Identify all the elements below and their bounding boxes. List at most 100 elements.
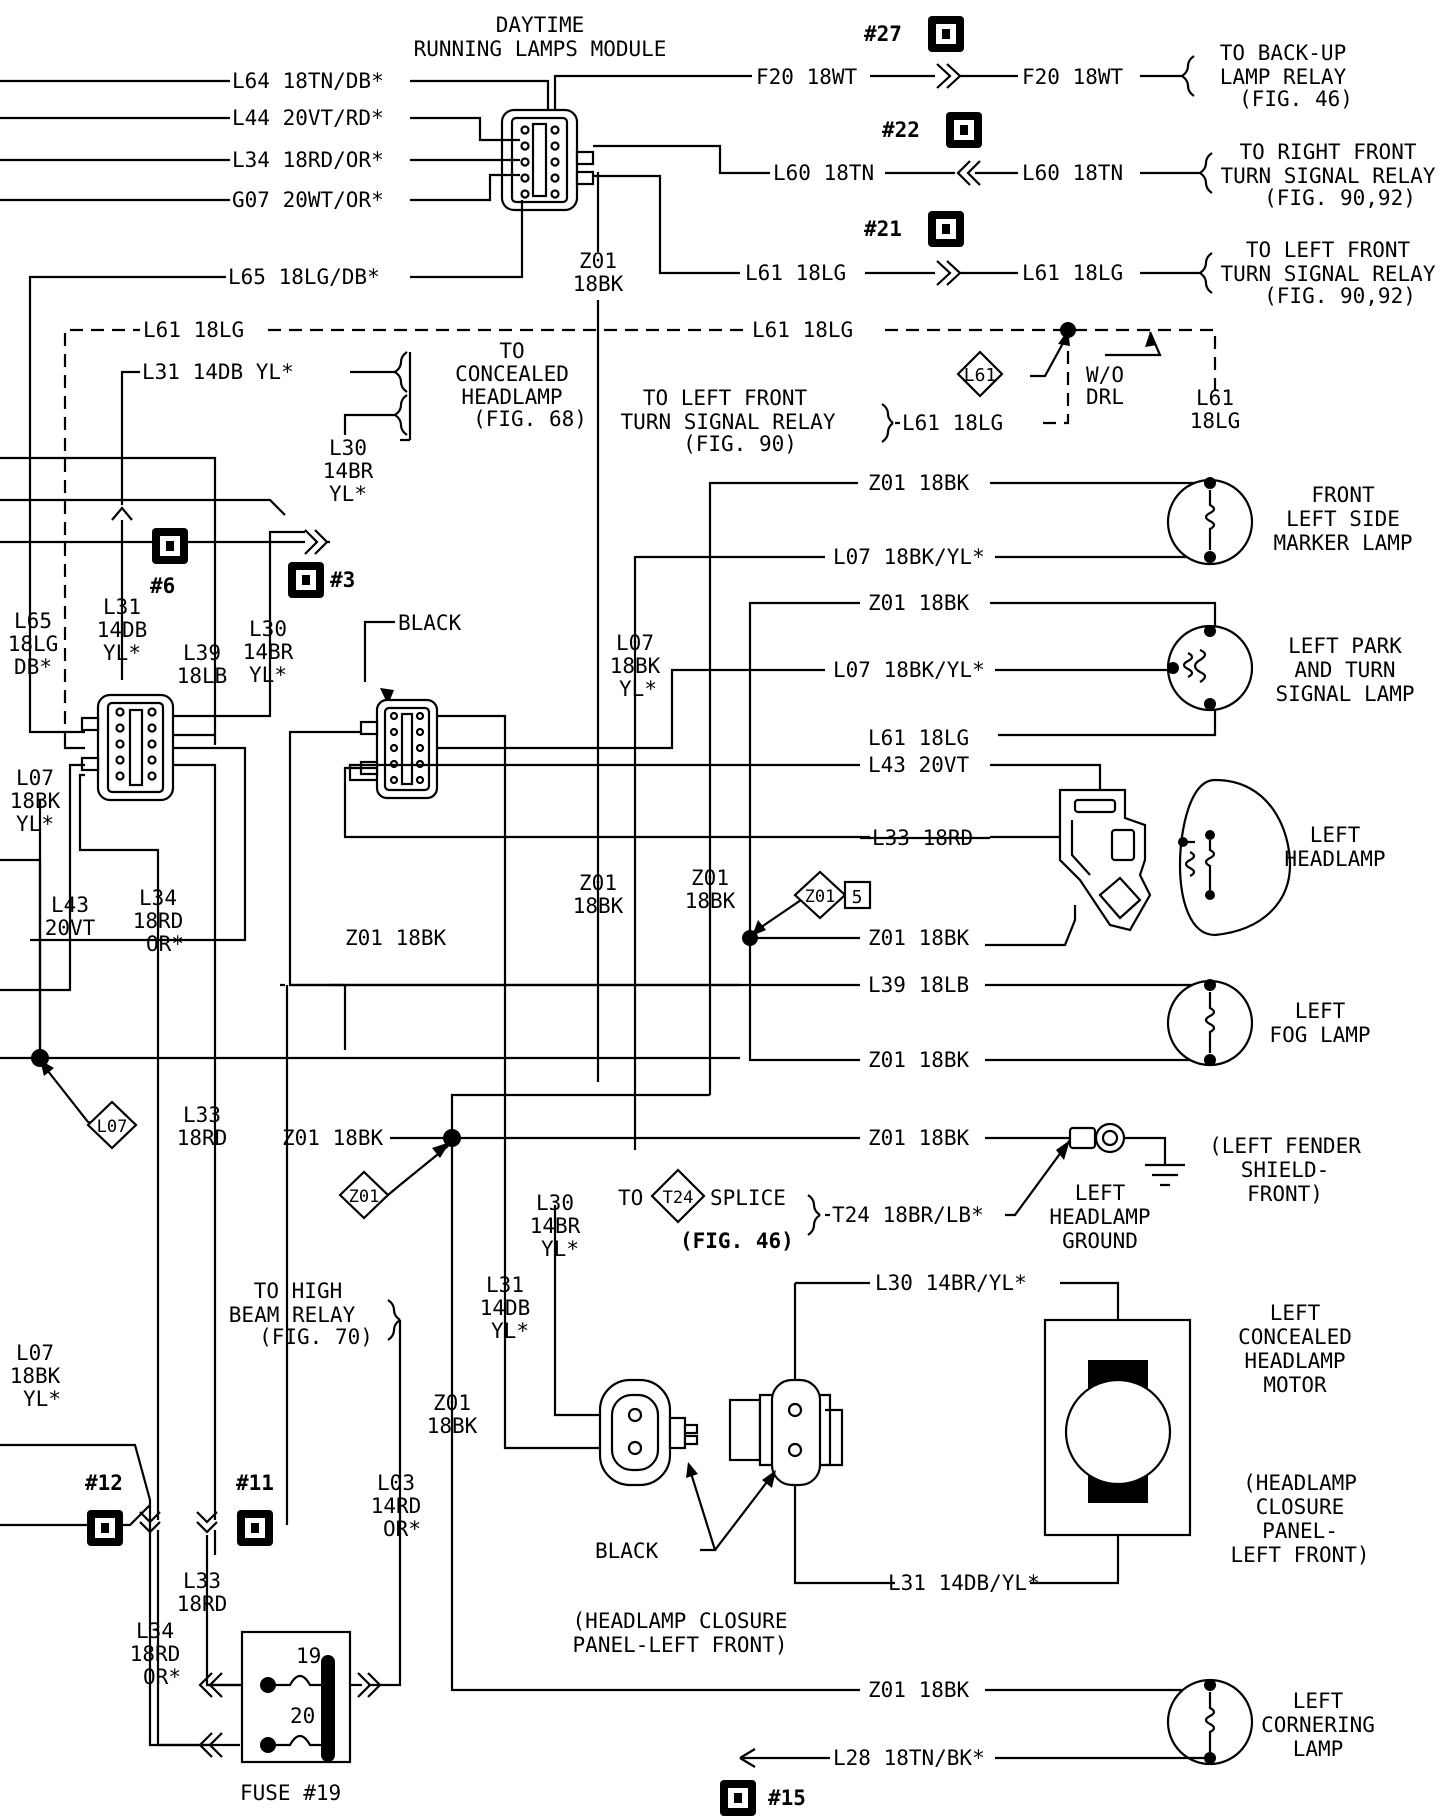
- wire-l64: L64 18TN/DB*: [232, 69, 384, 93]
- svg-text:#11: #11: [236, 1471, 274, 1495]
- module-title-2: RUNNING LAMPS MODULE: [414, 37, 667, 61]
- closure-connector-female: [728, 1378, 844, 1487]
- connector-15: #15: [720, 1780, 806, 1816]
- svg-text:Z01: Z01: [805, 887, 836, 907]
- wire-l61-e: L61 18LG: [902, 411, 1003, 435]
- note-black-2: BLACK: [595, 1539, 659, 1563]
- module-title-1: DAYTIME: [496, 13, 585, 37]
- splice-tag-l07: L07: [86, 1100, 138, 1150]
- svg-text:#6: #6: [150, 574, 175, 598]
- wire-g07: G07 20WT/OR*: [232, 188, 384, 212]
- wire-l44: L44 20VT/RD*: [232, 106, 384, 130]
- wire-f20-a: F20 18WT: [756, 65, 858, 89]
- wire-z01-b: Z01 18BK: [868, 591, 970, 615]
- wire-l43-a: L43 20VT: [868, 753, 970, 777]
- wire-l61-b: L61 18LG: [1022, 261, 1123, 285]
- note-t24-to: TO: [618, 1186, 643, 1210]
- wire-l61-f: L61 18LG: [868, 726, 969, 750]
- wire-t24: T24 18BR/LB*: [832, 1203, 984, 1227]
- wire-l30-c: L30 14BR/YL*: [875, 1271, 1027, 1295]
- left-park-turn-lamp: [1166, 624, 1254, 712]
- drl-module-connector: [500, 108, 595, 212]
- wire-l07-b: L07 18BK/YL*: [833, 658, 985, 682]
- wire-l31-a: L31 14DB YL*: [142, 360, 294, 384]
- wire-z01-h: Z01 18BK: [868, 1678, 970, 1702]
- wire-z01-g: Z01 18BK: [868, 1126, 970, 1150]
- wire-z01-d: Z01 18BK: [868, 926, 970, 950]
- wire-l61-a: L61 18LG: [745, 261, 846, 285]
- note-black-1: BLACK: [398, 611, 462, 635]
- wire-l33-a: L33 18RD: [872, 826, 973, 850]
- wires-module-right: [553, 55, 1213, 1082]
- wire-z01-e: Z01 18BK: [868, 1048, 970, 1072]
- connector-22: #22: [882, 112, 982, 148]
- headlamp-motor: [1043, 1318, 1192, 1537]
- fuse-20-pin: 20: [290, 1704, 315, 1728]
- splice-tag-z01-a: Z01 5: [793, 870, 872, 920]
- svg-text:#15: #15: [768, 1786, 806, 1810]
- svg-text:5: 5: [852, 887, 863, 908]
- svg-text:T24: T24: [663, 1188, 694, 1208]
- splice-tag-l61: L61: [956, 350, 1004, 398]
- left-cornering-lamp: [1166, 1678, 1254, 1766]
- wire-z01-f: Z01 18BK: [282, 1126, 384, 1150]
- wire-l61-d: L61 18LG: [752, 318, 853, 342]
- headlamp-ground: [1005, 1122, 1185, 1217]
- wire-l34: L34 18RD/OR*: [232, 148, 384, 172]
- leader-black-1: [363, 620, 395, 682]
- svg-text:L61: L61: [964, 365, 997, 386]
- middle-connector: [359, 698, 439, 800]
- svg-text:L07: L07: [97, 1117, 128, 1137]
- svg-text:#3: #3: [330, 568, 355, 592]
- connector-6: #6: [150, 528, 188, 598]
- wires-l61-dashed: [63, 322, 1217, 745]
- wire-l61-c: L61 18LG: [143, 318, 244, 342]
- svg-text:#12: #12: [85, 1471, 123, 1495]
- headlamp-connector: [1058, 788, 1152, 932]
- fuse-19: [198, 1630, 382, 1764]
- splice-tag-t24: T24: [650, 1168, 706, 1224]
- svg-text:#21: #21: [864, 217, 902, 241]
- note-t24-fig: (FIG. 46): [680, 1229, 794, 1253]
- wire-l28: L28 18TN/BK*: [833, 1746, 985, 1770]
- note-t24-splice: SPLICE: [710, 1186, 786, 1210]
- wire-l65: L65 18LG/DB*: [228, 265, 380, 289]
- wire-z01-a: Z01 18BK: [868, 471, 970, 495]
- left-connector: [80, 693, 175, 802]
- wires-module-left: [0, 79, 550, 728]
- svg-text:#27: #27: [864, 22, 902, 46]
- closure-connector-male: [598, 1378, 699, 1487]
- leader-black-2: [688, 1469, 771, 1552]
- connector-12: #12: [85, 1471, 123, 1546]
